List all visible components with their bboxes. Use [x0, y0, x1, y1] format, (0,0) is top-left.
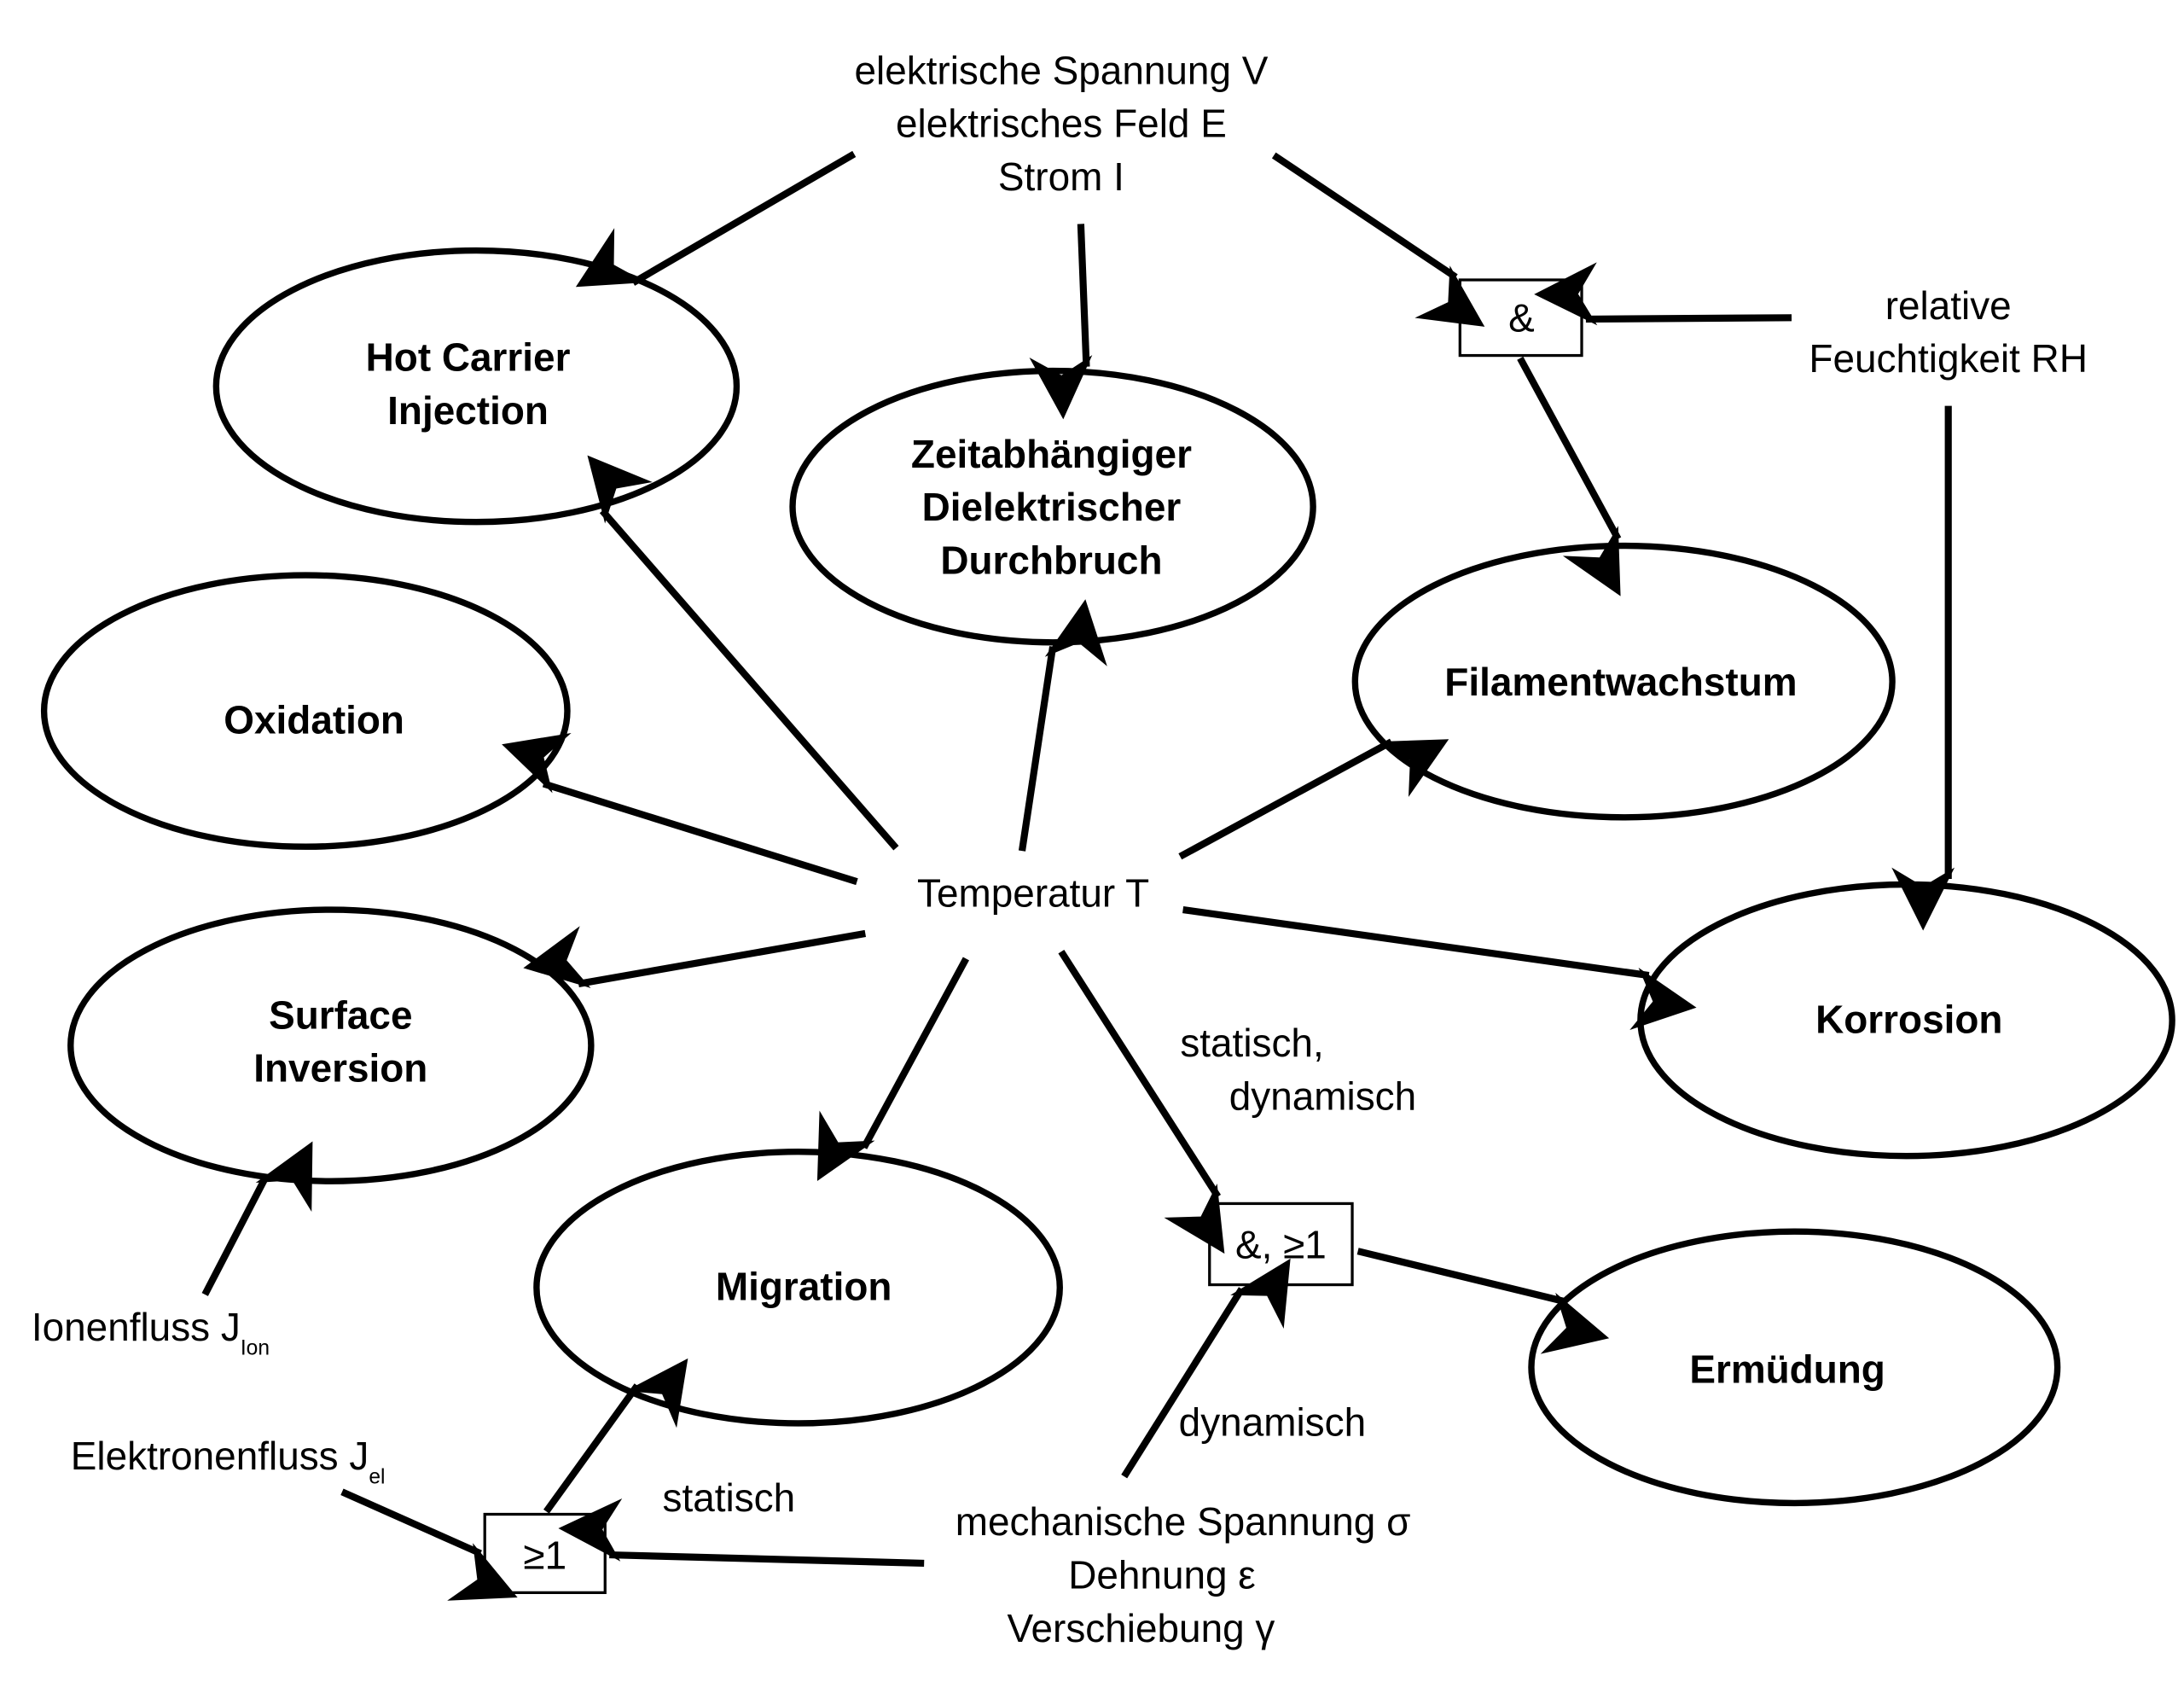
edge-label-static-dynamic-2: dynamisch	[1229, 1074, 1416, 1119]
factor-electron-flux: Elektronenfluss Jel	[71, 1434, 386, 1488]
factor-line: Strom I	[998, 154, 1124, 199]
factor-mechanical: mechanische Spannung σ Dehnung ε Verschi…	[956, 1499, 1411, 1650]
edge-electron-flux-to-or	[340, 1488, 518, 1601]
factor-sub: el	[369, 1465, 385, 1488]
node-label: Zeitabhängiger	[911, 432, 1192, 476]
gate-and-top: &	[1458, 278, 1583, 358]
node-label: Korrosion	[1815, 997, 2002, 1041]
node-korrosion: Korrosion	[1637, 881, 2175, 1160]
node-migration: Migration	[533, 1149, 1063, 1427]
factor-ion-flux: Ionenfluss JIon	[32, 1305, 270, 1359]
factor-line: mechanische Spannung σ	[956, 1499, 1411, 1544]
edge-electrical-to-hci	[575, 150, 857, 288]
node-surface-inversion: Surface Inversion	[67, 906, 595, 1184]
edge-temp-to-surface	[523, 926, 867, 988]
node-label: Dielektrischer	[922, 485, 1182, 529]
edge-label-dynamic: dynamisch	[1179, 1400, 1366, 1445]
gate-or-bottom: ≥1	[483, 1512, 607, 1594]
node-ermuedung: Ermüdung	[1528, 1228, 2061, 1507]
factor-line: relative	[1885, 283, 2012, 328]
factor-line: Feuchtigkeit RH	[1809, 336, 2088, 381]
edge-temp-to-korrosion	[1182, 905, 1697, 1031]
factor-temperature: Temperatur T	[917, 871, 1149, 916]
node-label: Filamentwachstum	[1444, 660, 1797, 704]
node-label: Oxidation	[224, 697, 404, 742]
edge-label-static: statisch	[663, 1475, 796, 1520]
factor-line: elektrische Spannung V	[854, 48, 1268, 92]
edge-mechanical-to-and-or	[1121, 1258, 1291, 1479]
edge-or-to-migration	[543, 1358, 688, 1514]
gate-label: ≥1	[523, 1533, 566, 1577]
svg-text:Ionenfluss JIon: Ionenfluss JIon	[32, 1305, 270, 1359]
edge-temp-to-oxidation	[502, 732, 858, 886]
factor-line: Dehnung ε	[1068, 1552, 1256, 1597]
node-label: Inversion	[253, 1046, 427, 1091]
factor-main: Elektronenfluss J	[71, 1434, 369, 1478]
edge-humidity-to-and	[1534, 262, 1792, 326]
edge-ion-flux-to-surface	[201, 1141, 313, 1296]
node-hot-carrier-injection: Hot Carrier Injection	[212, 247, 741, 526]
edge-temp-to-tddb	[1018, 599, 1107, 852]
factor-line: elektrisches Feld E	[896, 102, 1227, 146]
edge-and-to-filament	[1517, 356, 1622, 596]
edge-temp-to-hci	[587, 455, 899, 851]
node-label: Surface	[269, 992, 412, 1037]
node-label: Hot Carrier	[366, 335, 571, 380]
edge-temp-to-and-or	[1058, 950, 1225, 1254]
factor-line: Verschiebung γ	[1007, 1606, 1275, 1650]
edge-electrical-to-and	[1271, 152, 1485, 327]
node-filamentwachstum: Filamentwachstum	[1351, 542, 1896, 821]
edge-label-static-dynamic-1: statisch,	[1180, 1021, 1323, 1065]
node-label: Ermüdung	[1689, 1347, 1885, 1391]
edges	[201, 150, 1955, 1601]
factor-humidity: relative Feuchtigkeit RH	[1809, 283, 2088, 381]
gate-label: &, ≥1	[1235, 1222, 1327, 1266]
gate-and-or: &, ≥1	[1208, 1202, 1354, 1287]
edge-temp-to-migration	[816, 957, 970, 1182]
factor-sub: Ion	[241, 1337, 270, 1360]
node-label: Durchbruch	[940, 538, 1162, 582]
edge-mechanical-to-or	[558, 1498, 925, 1568]
edge-temp-to-filament	[1178, 738, 1449, 860]
gate-label: &	[1508, 296, 1535, 340]
node-label: Migration	[716, 1265, 892, 1309]
edge-electrical-to-tddb	[1029, 224, 1093, 420]
node-tddb: Zeitabhängiger Dielektrischer Durchbruch	[789, 367, 1316, 646]
factor-electrical: elektrische Spannung V elektrisches Feld…	[854, 48, 1268, 199]
svg-text:Elektronenfluss Jel: Elektronenfluss Jel	[71, 1434, 386, 1488]
factor-main: Ionenfluss J	[32, 1305, 241, 1349]
node-label: Injection	[387, 388, 549, 433]
edge-and-or-to-ermuedung	[1356, 1248, 1610, 1354]
node-oxidation: Oxidation	[40, 572, 571, 850]
